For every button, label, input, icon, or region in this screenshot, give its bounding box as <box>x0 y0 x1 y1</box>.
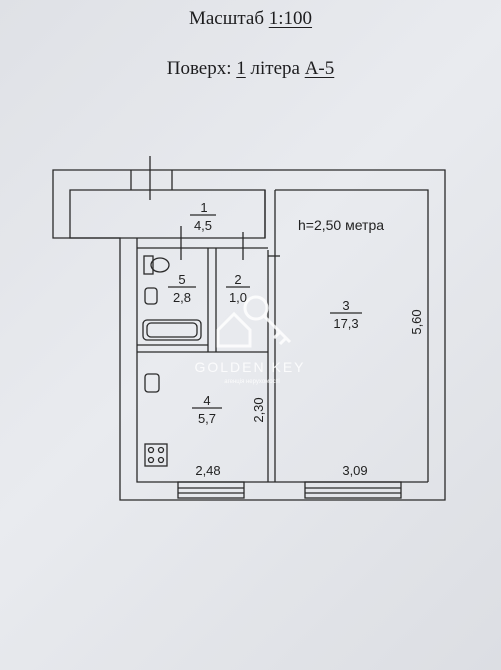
floor-value: 1 <box>236 58 246 79</box>
key-house-icon <box>216 295 292 348</box>
watermark-logo: GOLDEN KEY агенція нерухомості <box>194 295 305 385</box>
stove <box>144 443 168 467</box>
floor-heading: Поверх: 1 літера А-5 <box>0 58 501 80</box>
room-2-number: 2 <box>234 272 241 287</box>
letter-label: літера <box>250 58 300 79</box>
inner-wall <box>69 189 266 239</box>
scale-label: Масштаб <box>188 8 264 29</box>
dimension-room4-height: 2,30 <box>251 397 266 422</box>
room-4-area: 5,7 <box>198 411 216 426</box>
ceiling-height-note: h=2,50 метра <box>298 217 384 233</box>
room-2-area: 1,0 <box>229 290 247 305</box>
room-1-area: 4,5 <box>194 218 212 233</box>
room-1-number: 1 <box>200 200 207 215</box>
scale-heading: Масштаб 1:100 <box>0 8 501 30</box>
floor-label: Поверх: <box>166 58 232 79</box>
kitchen-sink <box>144 373 160 393</box>
letter-value: А-5 <box>304 58 335 79</box>
dimension-room4-width: 2,48 <box>195 463 220 478</box>
outer-wall <box>52 169 446 501</box>
room-3-number: 3 <box>342 298 349 313</box>
room-5-area: 2,8 <box>173 290 191 305</box>
watermark-tagline: агенція нерухомості <box>224 379 279 385</box>
dimension-room3-width: 3,09 <box>342 463 367 478</box>
room-5-number: 5 <box>178 272 185 287</box>
sink <box>144 287 158 305</box>
room-3-area: 17,3 <box>333 316 358 331</box>
toilet <box>143 255 154 275</box>
room-4-number: 4 <box>203 393 210 408</box>
bathtub <box>142 319 202 341</box>
watermark-brand: GOLDEN KEY <box>194 359 305 375</box>
dimension-room3-height: 5,60 <box>409 309 424 334</box>
scale-value: 1:100 <box>268 8 313 29</box>
